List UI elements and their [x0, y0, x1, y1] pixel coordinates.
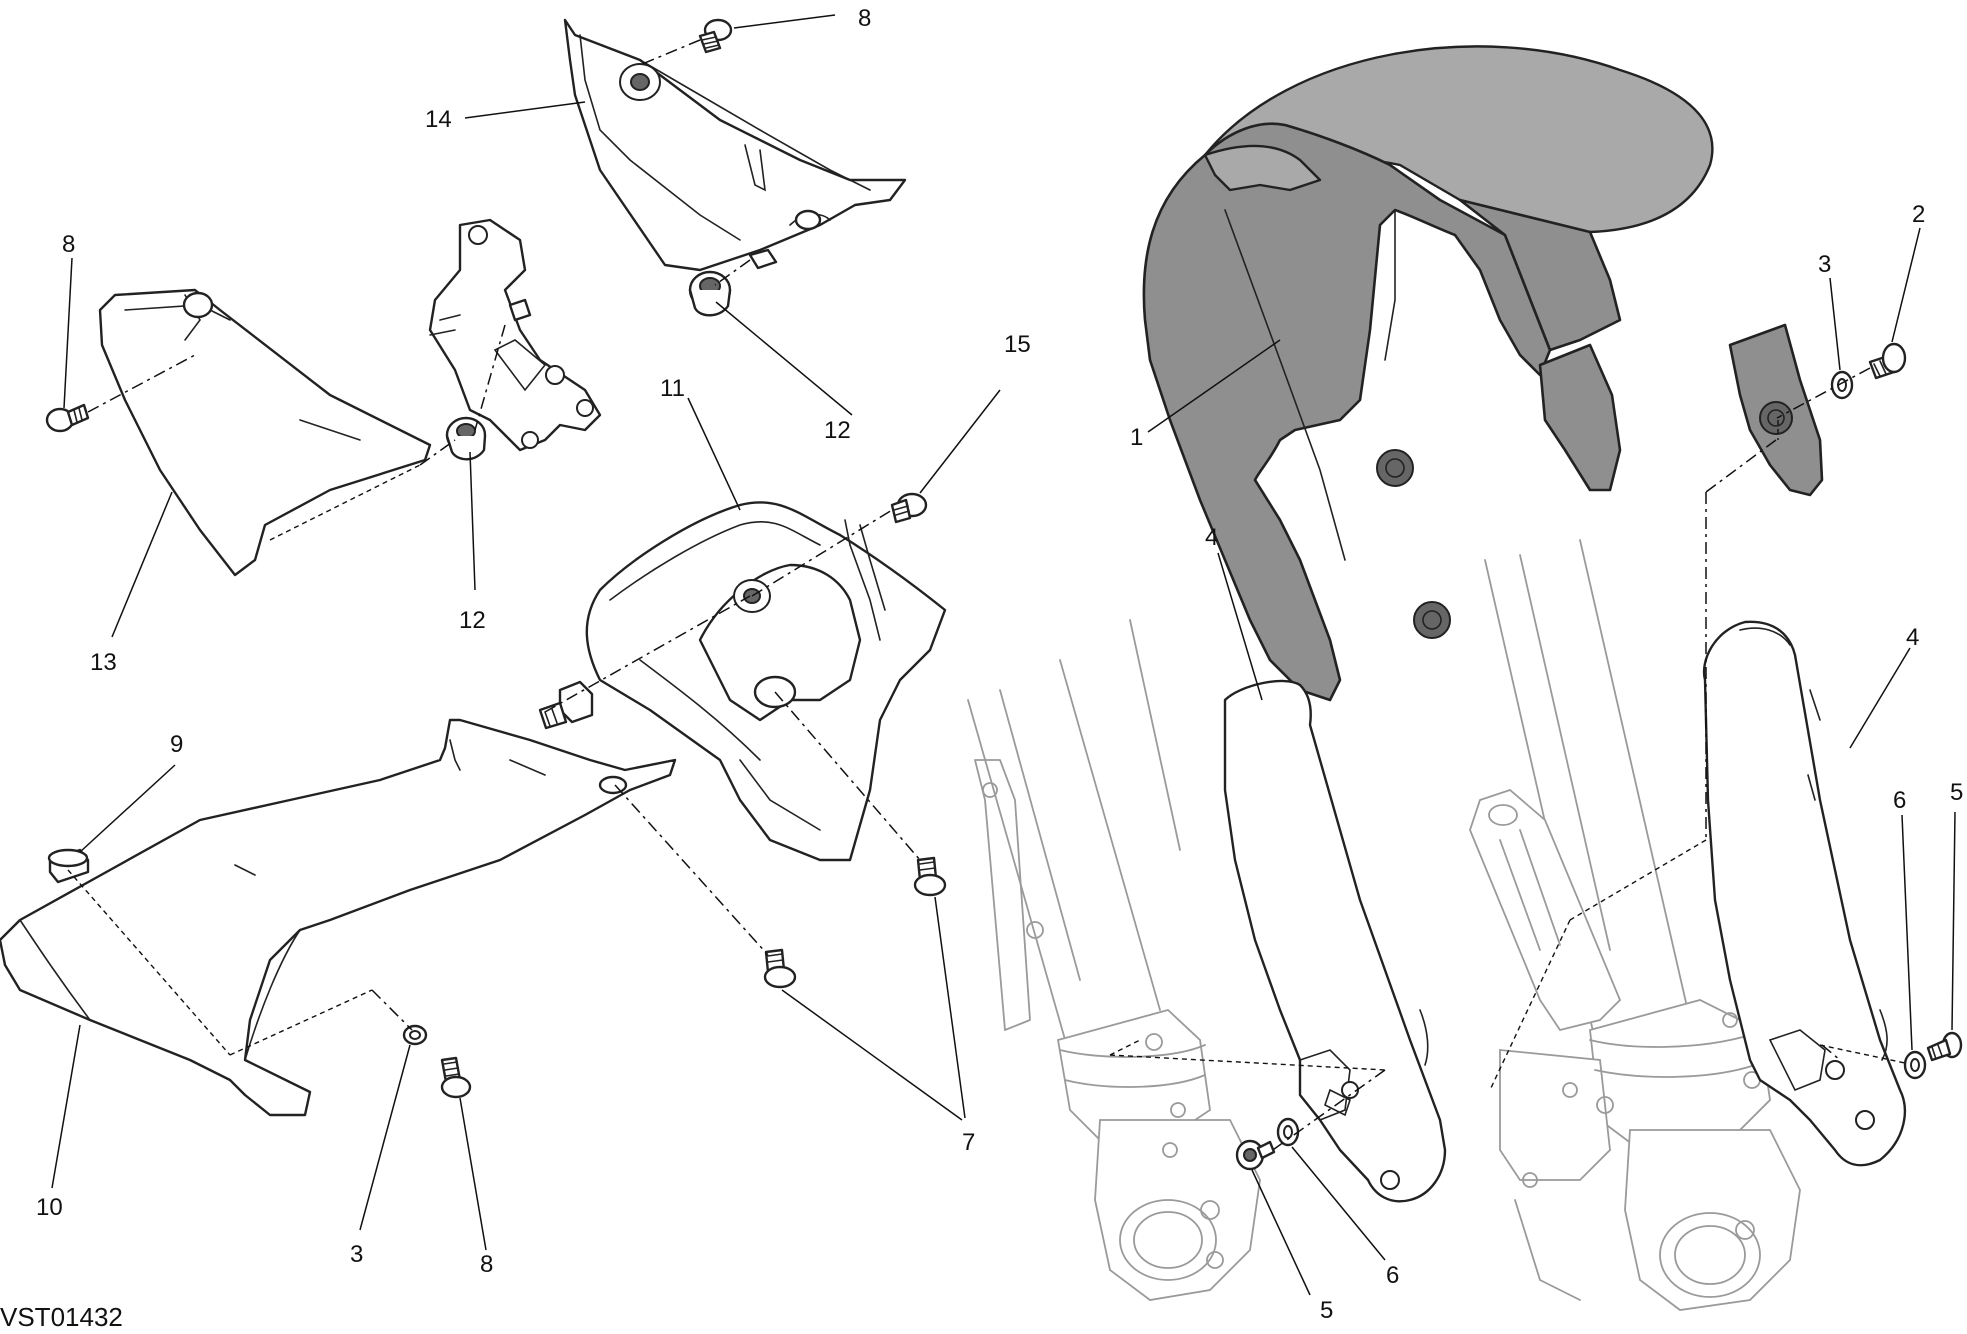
assembly-lines — [67, 39, 1906, 1153]
screw-2[interactable] — [1868, 342, 1907, 380]
leader-lines — [51, 14, 1956, 1296]
callout-9: 9 — [170, 731, 183, 758]
fork-assembly-left-ghost — [967, 619, 1261, 1301]
callout-5-right: 5 — [1950, 779, 1963, 806]
callout-14: 14 — [425, 106, 452, 133]
callout-12-top: 12 — [824, 417, 851, 444]
fork-assembly-right-ghost — [1469, 539, 1801, 1311]
callout-10: 10 — [36, 1194, 63, 1221]
callout-3-right: 3 — [1818, 251, 1831, 278]
grommet-9[interactable] — [47, 848, 90, 884]
screw-8-top[interactable] — [698, 18, 733, 54]
callout-5-center: 5 — [1320, 1297, 1333, 1324]
washer-6-center[interactable] — [1276, 1117, 1300, 1147]
callout-8-bottom: 8 — [480, 1251, 493, 1278]
mounting-bracket[interactable] — [428, 218, 602, 452]
side-cover-upper[interactable] — [563, 18, 907, 272]
callout-3-left: 3 — [350, 1241, 363, 1268]
screw-8-bottom[interactable] — [440, 1056, 472, 1099]
callout-1: 1 — [1130, 424, 1143, 451]
screw-5-center[interactable] — [1235, 1139, 1276, 1171]
screw-7-a[interactable] — [913, 856, 947, 897]
callout-15: 15 — [1004, 331, 1031, 358]
washer-3-left[interactable] — [402, 1024, 428, 1046]
callout-13: 13 — [90, 649, 117, 676]
fork-guard-left[interactable] — [1223, 679, 1447, 1203]
fork-guard-right[interactable] — [1702, 620, 1907, 1167]
callout-6-right: 6 — [1893, 787, 1906, 814]
washer-3-right[interactable] — [1830, 370, 1854, 400]
fairing-insert-11[interactable] — [585, 501, 947, 862]
callout-4-right: 4 — [1906, 624, 1919, 651]
callout-6-center: 6 — [1386, 1262, 1399, 1289]
screw-8-left[interactable] — [45, 403, 90, 433]
grommet-12-left[interactable] — [445, 416, 487, 461]
callout-2: 2 — [1912, 201, 1925, 228]
side-panel-13[interactable] — [98, 288, 432, 577]
callout-4-left: 4 — [1205, 524, 1218, 551]
callout-11: 11 — [660, 375, 685, 402]
washer-6-right[interactable] — [1903, 1050, 1927, 1080]
callout-labels: 1 2 3 4 4 5 6 5 6 7 15 11 12 12 8 14 8 1… — [36, 5, 1963, 1324]
screw-7-b[interactable] — [763, 948, 797, 989]
side-fairing-10[interactable] — [0, 718, 677, 1117]
spacer-nut[interactable] — [538, 680, 594, 730]
screw-5-right[interactable] — [1926, 1031, 1963, 1062]
callout-8-top: 8 — [858, 5, 871, 32]
callout-8-left: 8 — [62, 231, 75, 258]
callout-7: 7 — [962, 1129, 975, 1156]
screw-15[interactable] — [890, 492, 928, 524]
callout-12-left: 12 — [459, 607, 486, 634]
grommet-12-top[interactable] — [688, 270, 732, 317]
front-mudguard[interactable] — [1142, 45, 1824, 702]
diagram-code: VST01432 — [0, 1302, 123, 1332]
